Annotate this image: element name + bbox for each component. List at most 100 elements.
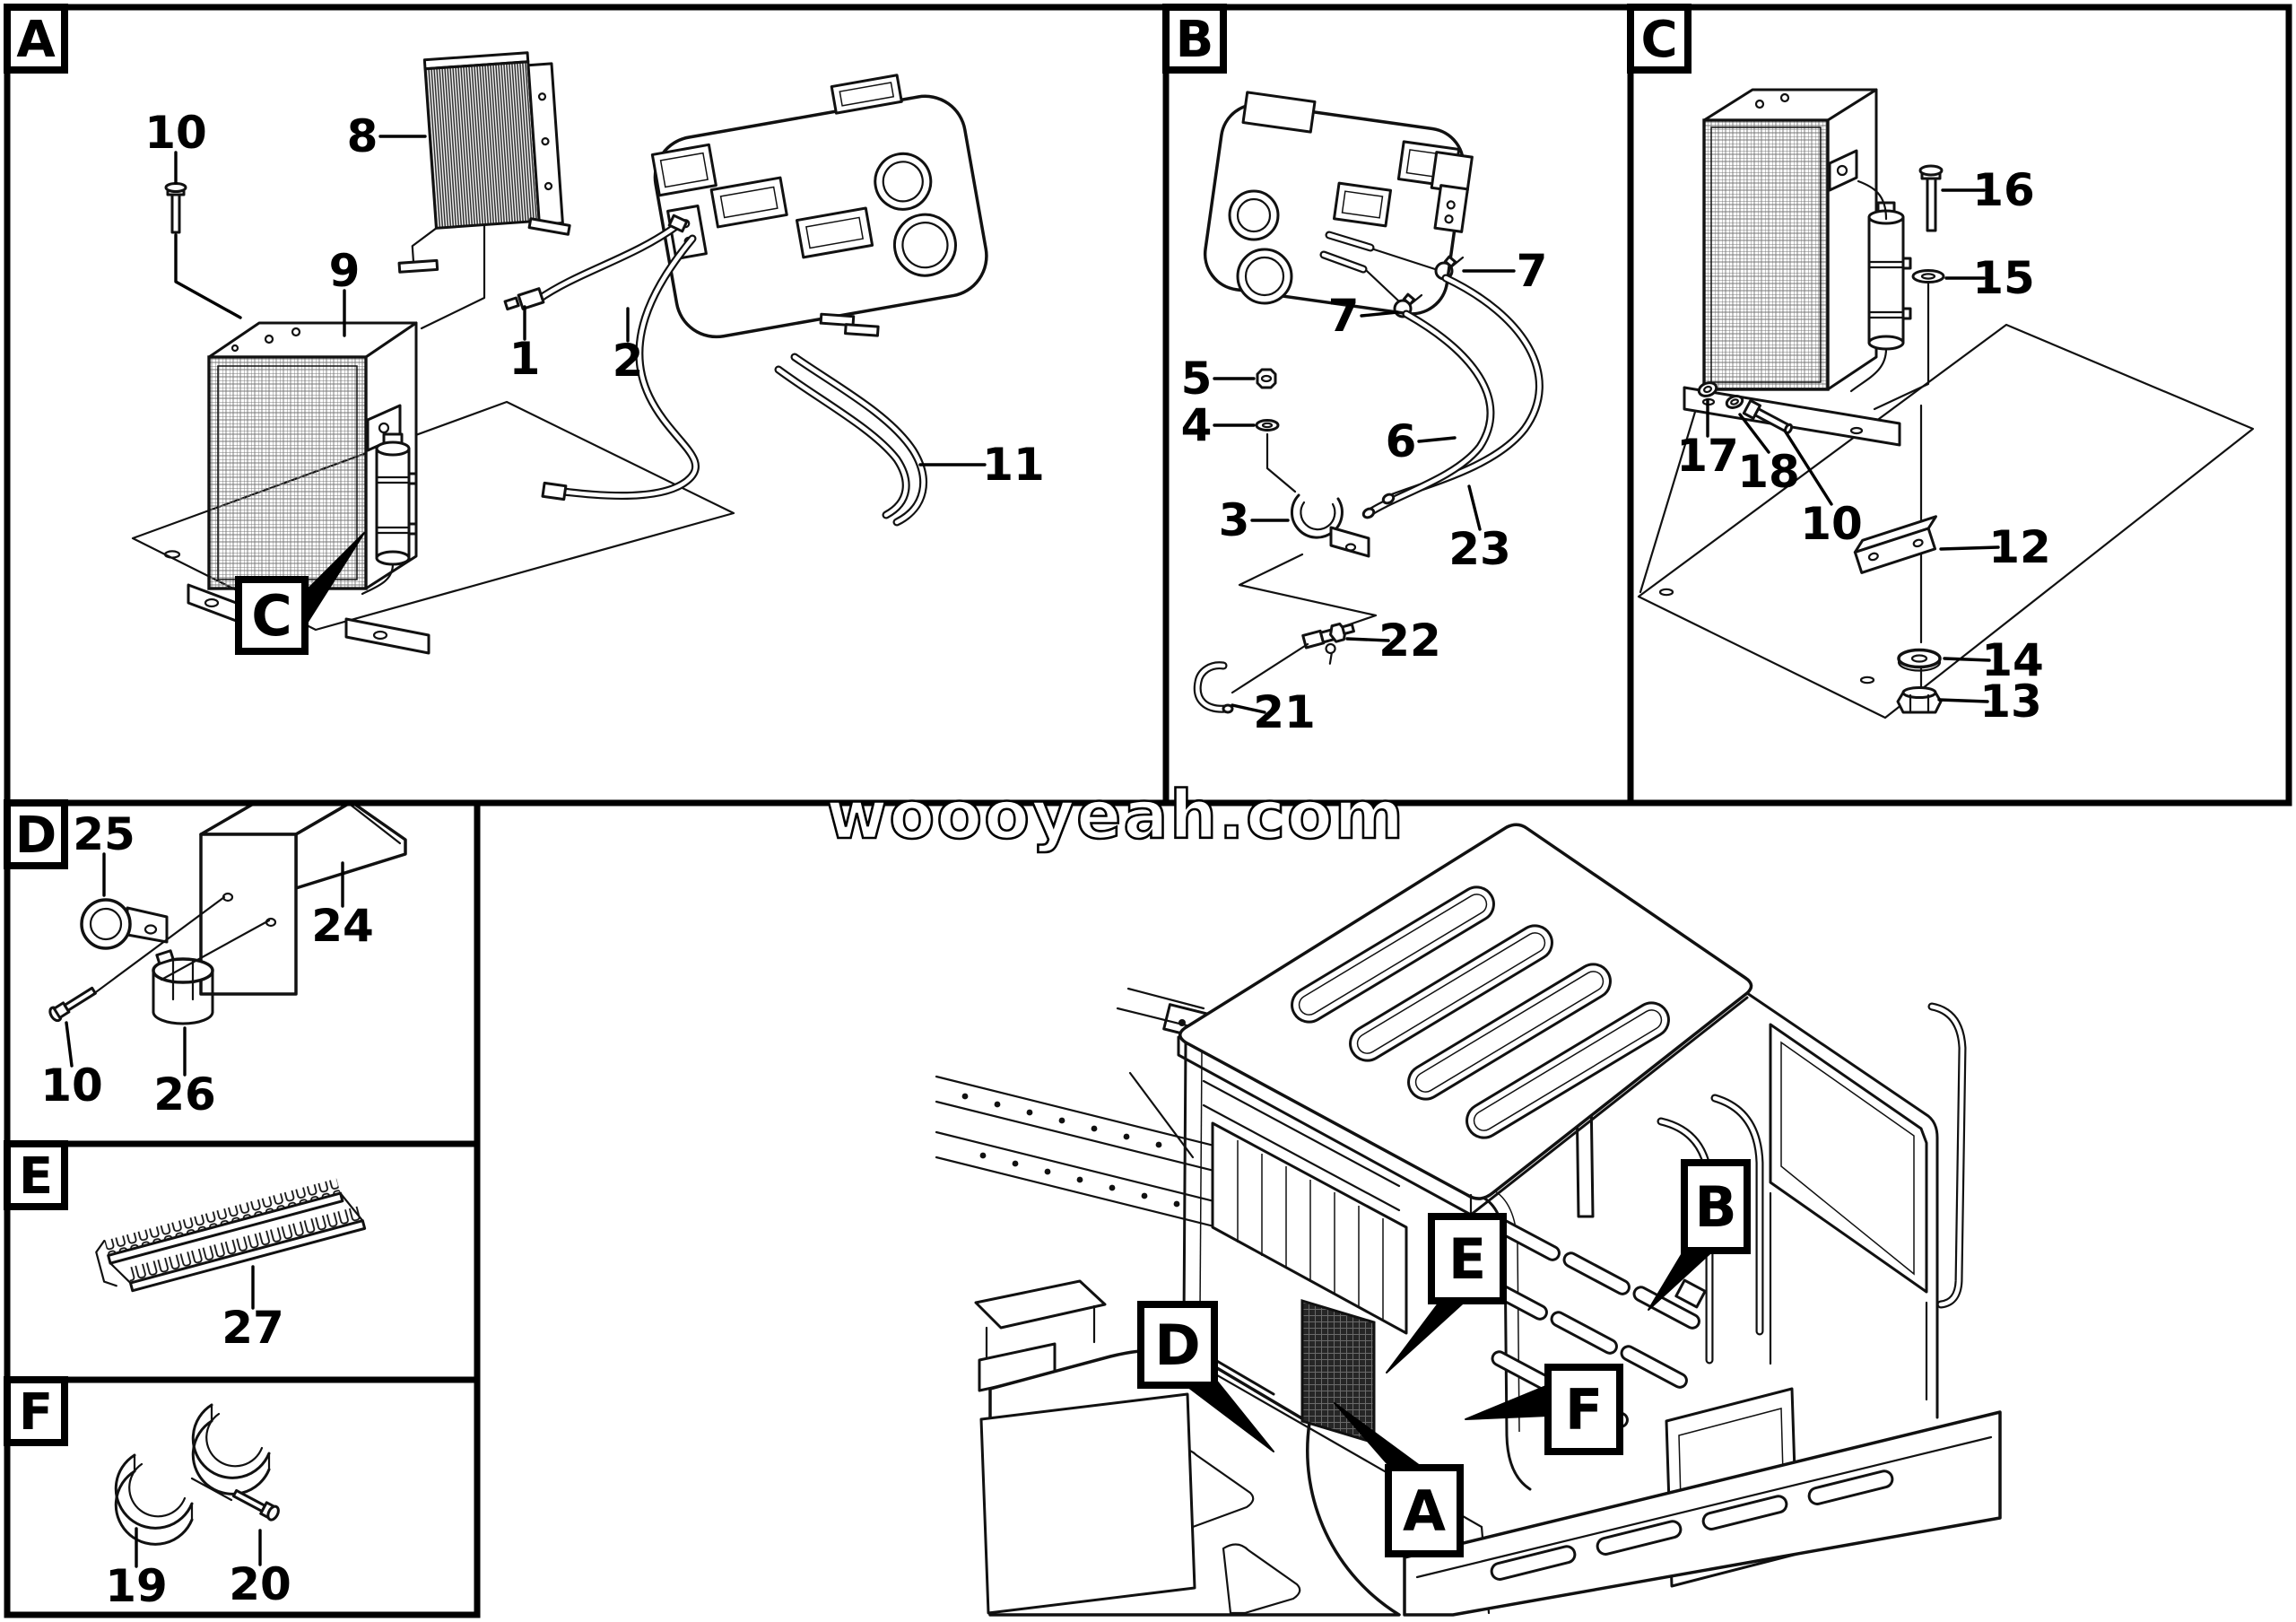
part-number-17: 17: [1676, 430, 1739, 482]
washer-18: [1725, 395, 1744, 409]
panel-D-letter: D: [15, 807, 57, 865]
part-number-1: 1: [509, 333, 541, 385]
inset-pointer-B: [1648, 1246, 1714, 1311]
panel-F-label-box: [4, 1376, 68, 1446]
panel-F-letter: F: [19, 1383, 53, 1442]
part-number-20: 20: [229, 1558, 291, 1610]
half-clamp-19b: [191, 1403, 271, 1496]
washer-17: [1697, 381, 1718, 397]
panel-B-letter: B: [1176, 11, 1214, 69]
inset-letter-E: E: [1448, 1226, 1486, 1292]
panel-b-artwork: [1193, 91, 1544, 714]
hose-2: [541, 234, 700, 501]
mounting-plate-c: [1637, 323, 2255, 719]
part-number-13: 13: [1979, 676, 2042, 728]
part-number-15: 15: [1972, 252, 2035, 304]
rubber-mount-26: [152, 949, 214, 1025]
panel-C-label-box: [1627, 4, 1692, 74]
hose-clamp-7b: [1393, 292, 1423, 318]
screw-10-d: [48, 986, 97, 1023]
panel-F-frame: [4, 1376, 481, 1618]
assembly-line-45: [1265, 432, 1297, 493]
leader-line-part-7: [1360, 310, 1399, 318]
evaporator-b: [1203, 91, 1474, 316]
nut-13: [1896, 686, 1943, 714]
leader-line-part-18: [1738, 413, 1770, 454]
install-line-8: [420, 224, 486, 330]
panel-A-letter: A: [16, 11, 56, 69]
part-number-3: 3: [1219, 494, 1250, 546]
part-number-11: 11: [982, 439, 1045, 491]
panel-C-frame: [1627, 4, 2292, 807]
leader-line-part-14: [1943, 657, 1991, 662]
leader-line-part-23: [1467, 484, 1482, 531]
leader-line-part-21: [1231, 703, 1266, 714]
part-number-26: 26: [153, 1068, 216, 1121]
part-number-22: 22: [1378, 615, 1441, 667]
washer-14: [1897, 648, 1942, 672]
hose-pair-11: [774, 353, 927, 527]
leader-line-part-10: [174, 233, 242, 319]
pipe-clamp-3: [1290, 493, 1370, 558]
panel-a-artwork: [131, 51, 988, 655]
part-number-2: 2: [613, 335, 644, 387]
part-number-7: 7: [1517, 245, 1548, 297]
leader-line-part-6: [1417, 436, 1457, 443]
part-number-12: 12: [1988, 521, 2051, 573]
inset-label-box-A: [1385, 1464, 1464, 1557]
receiver-drier-c: [1849, 179, 1912, 393]
washer-15: [1911, 269, 1945, 283]
panel-D-label-box: [4, 799, 68, 869]
lead-mount-hole2: [160, 919, 271, 981]
part-number-21: 21: [1253, 686, 1316, 738]
part-number-6: 6: [1386, 415, 1417, 467]
part-number-7: 7: [1328, 290, 1360, 342]
half-clamp-19a: [114, 1453, 194, 1546]
inset-label-box-D: [1137, 1301, 1218, 1389]
inset-letter-A: A: [1403, 1478, 1446, 1544]
part-number-18: 18: [1737, 446, 1800, 498]
lead-screw-hole1: [84, 895, 226, 1001]
bolt-10-c: [1742, 398, 1794, 435]
clamp-25: [80, 898, 169, 950]
part-number-23: 23: [1448, 523, 1511, 575]
spacer-block-12: [1853, 515, 1937, 574]
part-number-27: 27: [222, 1302, 284, 1354]
front-bumper: [1403, 1410, 2002, 1617]
part-number-10: 10: [144, 107, 207, 159]
part-number-19: 19: [105, 1560, 168, 1612]
part-number-9: 9: [329, 245, 361, 297]
panel-B-label-box: [1162, 4, 1227, 74]
part-number-14: 14: [1981, 634, 2044, 686]
part-number-10: 10: [40, 1060, 103, 1112]
panel-A-label-box: [4, 4, 68, 74]
inset-letter-B: B: [1694, 1174, 1736, 1240]
heater-hoses-6-23: [1361, 274, 1544, 519]
assembly-line-15: [1873, 282, 1930, 411]
part-number-16: 16: [1972, 164, 2035, 216]
screw-20: [231, 1488, 280, 1522]
inset-letter-C: C: [251, 583, 292, 649]
part-number-25: 25: [73, 808, 135, 860]
panel-c-artwork: [1637, 88, 2255, 719]
radiator-8: [397, 51, 571, 274]
inset-letter-D: D: [1154, 1312, 1200, 1378]
inset-letter-F: F: [1565, 1377, 1603, 1443]
hose-clamp-7a: [1434, 255, 1465, 281]
grille-slats: [1237, 1140, 1384, 1321]
part-number-24: 24: [311, 900, 374, 952]
lead-screw-20: [190, 1477, 233, 1502]
leader-line-part-13: [1937, 698, 1989, 703]
condenser-c: [1683, 88, 1901, 447]
panel-E-letter: E: [19, 1147, 53, 1206]
part-number-5: 5: [1181, 353, 1213, 405]
inset-label-box-F: [1544, 1364, 1623, 1455]
leader-line-part-10: [1783, 429, 1833, 506]
watermark-text: woooyeah.com: [826, 777, 1405, 854]
washer-4: [1255, 419, 1280, 432]
part-number-4: 4: [1181, 399, 1213, 451]
hose-1: [503, 214, 689, 311]
ac-condenser-behind-grille: [1300, 1298, 1376, 1445]
